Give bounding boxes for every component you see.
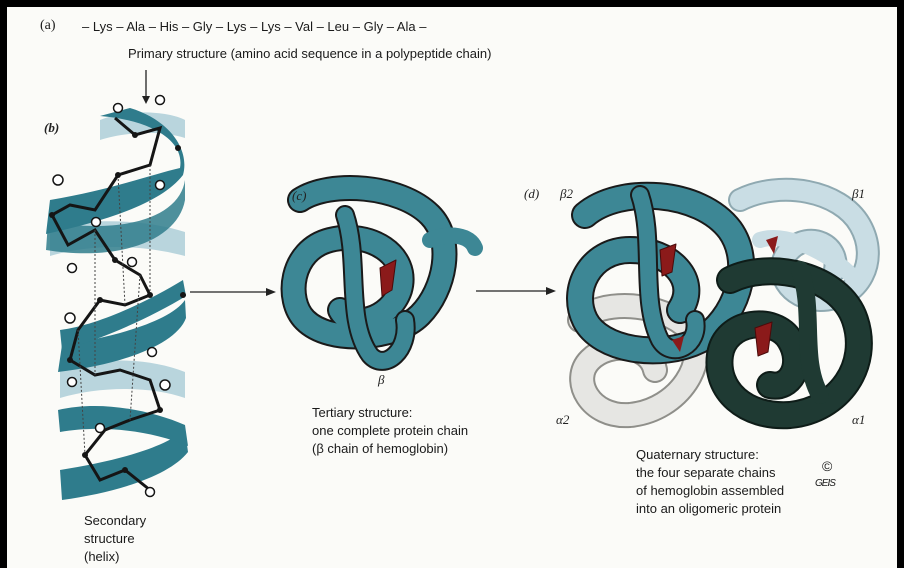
alpha2-label: α2 (556, 412, 569, 428)
alpha1-label: α1 (852, 412, 865, 428)
artist-signature: GEIS (815, 478, 835, 489)
tertiary-beta-label: β (378, 372, 384, 388)
down-arrow (142, 70, 150, 104)
beta1-label: β1 (852, 186, 865, 202)
quaternary-line1: Quaternary structure: (636, 446, 759, 464)
tertiary-line2: one complete protein chain (312, 422, 468, 440)
quaternary-hemoglobin (580, 190, 868, 415)
tertiary-beta-chain (294, 188, 475, 361)
secondary-line2: structure (84, 530, 135, 548)
quaternary-line4: into an oligomeric protein (636, 500, 781, 518)
tertiary-line1: Tertiary structure: (312, 404, 412, 422)
beta2-label: β2 (560, 186, 573, 202)
arrow-b-to-c (190, 288, 276, 296)
tertiary-line3: (β chain of hemoglobin) (312, 440, 448, 458)
panel-b-label: (b) (44, 120, 59, 136)
secondary-line3: (helix) (84, 548, 119, 566)
copyright-symbol: © (822, 458, 832, 474)
quaternary-line3: of hemoglobin assembled (636, 482, 784, 500)
secondary-helix (46, 96, 188, 501)
panel-d-label: (d) (524, 186, 539, 202)
panel-c-label: (c) (292, 188, 306, 204)
secondary-line1: Secondary (84, 512, 146, 530)
quaternary-line2: the four separate chains (636, 464, 775, 482)
arrow-c-to-d (476, 287, 556, 295)
